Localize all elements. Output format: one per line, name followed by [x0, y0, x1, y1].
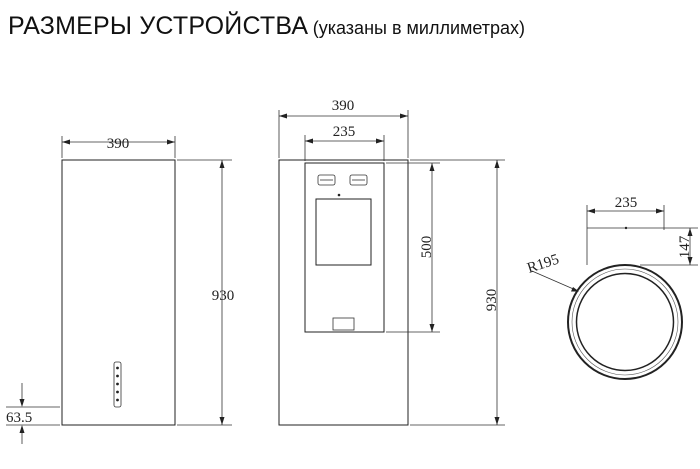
front-width-dimension: 390 [61, 136, 176, 158]
title-main: РАЗМЕРЫ УСТРОЙСТВА [8, 12, 309, 40]
page-title: РАЗМЕРЫ УСТРОЙСТВА (указаны в миллиметра… [8, 12, 525, 41]
side-height-dimension: 930 [410, 159, 505, 426]
front-button-strip [113, 361, 122, 408]
top-width-label: 235 [615, 195, 638, 211]
button-dot [116, 382, 119, 386]
side-outer-width-label: 390 [332, 98, 355, 114]
front-bottom-offset-dimension: 63.5 [6, 383, 60, 444]
top-width-dimension: 235 [586, 195, 665, 265]
side-view: 390 235 500 930 [278, 98, 505, 426]
title-subtitle: (указаны в миллиметрах) [312, 18, 526, 38]
inner-tank-window [315, 198, 372, 266]
button-dot [116, 390, 119, 394]
top-radius-label: R195 [525, 252, 561, 277]
side-inner-width-dimension: 235 [304, 124, 385, 161]
front-height-dimension: 930 [177, 159, 235, 426]
button-dot [116, 374, 119, 378]
top-depth-dimension: 147 [587, 226, 698, 266]
front-bottom-offset-label: 63.5 [6, 410, 32, 426]
top-view: 235 147 R195 [525, 195, 698, 380]
top-depth-label: 147 [677, 235, 693, 258]
button-dot [116, 366, 119, 370]
side-panel-height-label: 500 [419, 236, 435, 259]
top-mid-circle [571, 268, 679, 376]
side-inner-width-label: 235 [333, 124, 356, 140]
inner-panel [304, 162, 385, 333]
front-view: 390 930 63.5 [6, 136, 234, 444]
front-buttons [116, 366, 119, 402]
inner-connector-right [349, 174, 368, 186]
front-width-label: 390 [107, 136, 130, 152]
side-height-label: 930 [484, 289, 500, 312]
top-inner-circle [575, 272, 675, 372]
inner-bottom-socket [332, 317, 355, 331]
top-outer-circle [567, 264, 683, 380]
side-body-outline [278, 159, 409, 426]
side-outer-width-dimension: 390 [278, 98, 409, 158]
button-dot [116, 398, 119, 402]
top-radius-dimension: R195 [525, 252, 579, 292]
front-body-outline [61, 159, 176, 426]
side-panel-height-dimension: 500 [386, 162, 440, 333]
inner-connector-left [317, 174, 336, 186]
inner-dot [337, 193, 341, 197]
front-height-label: 930 [212, 288, 235, 304]
